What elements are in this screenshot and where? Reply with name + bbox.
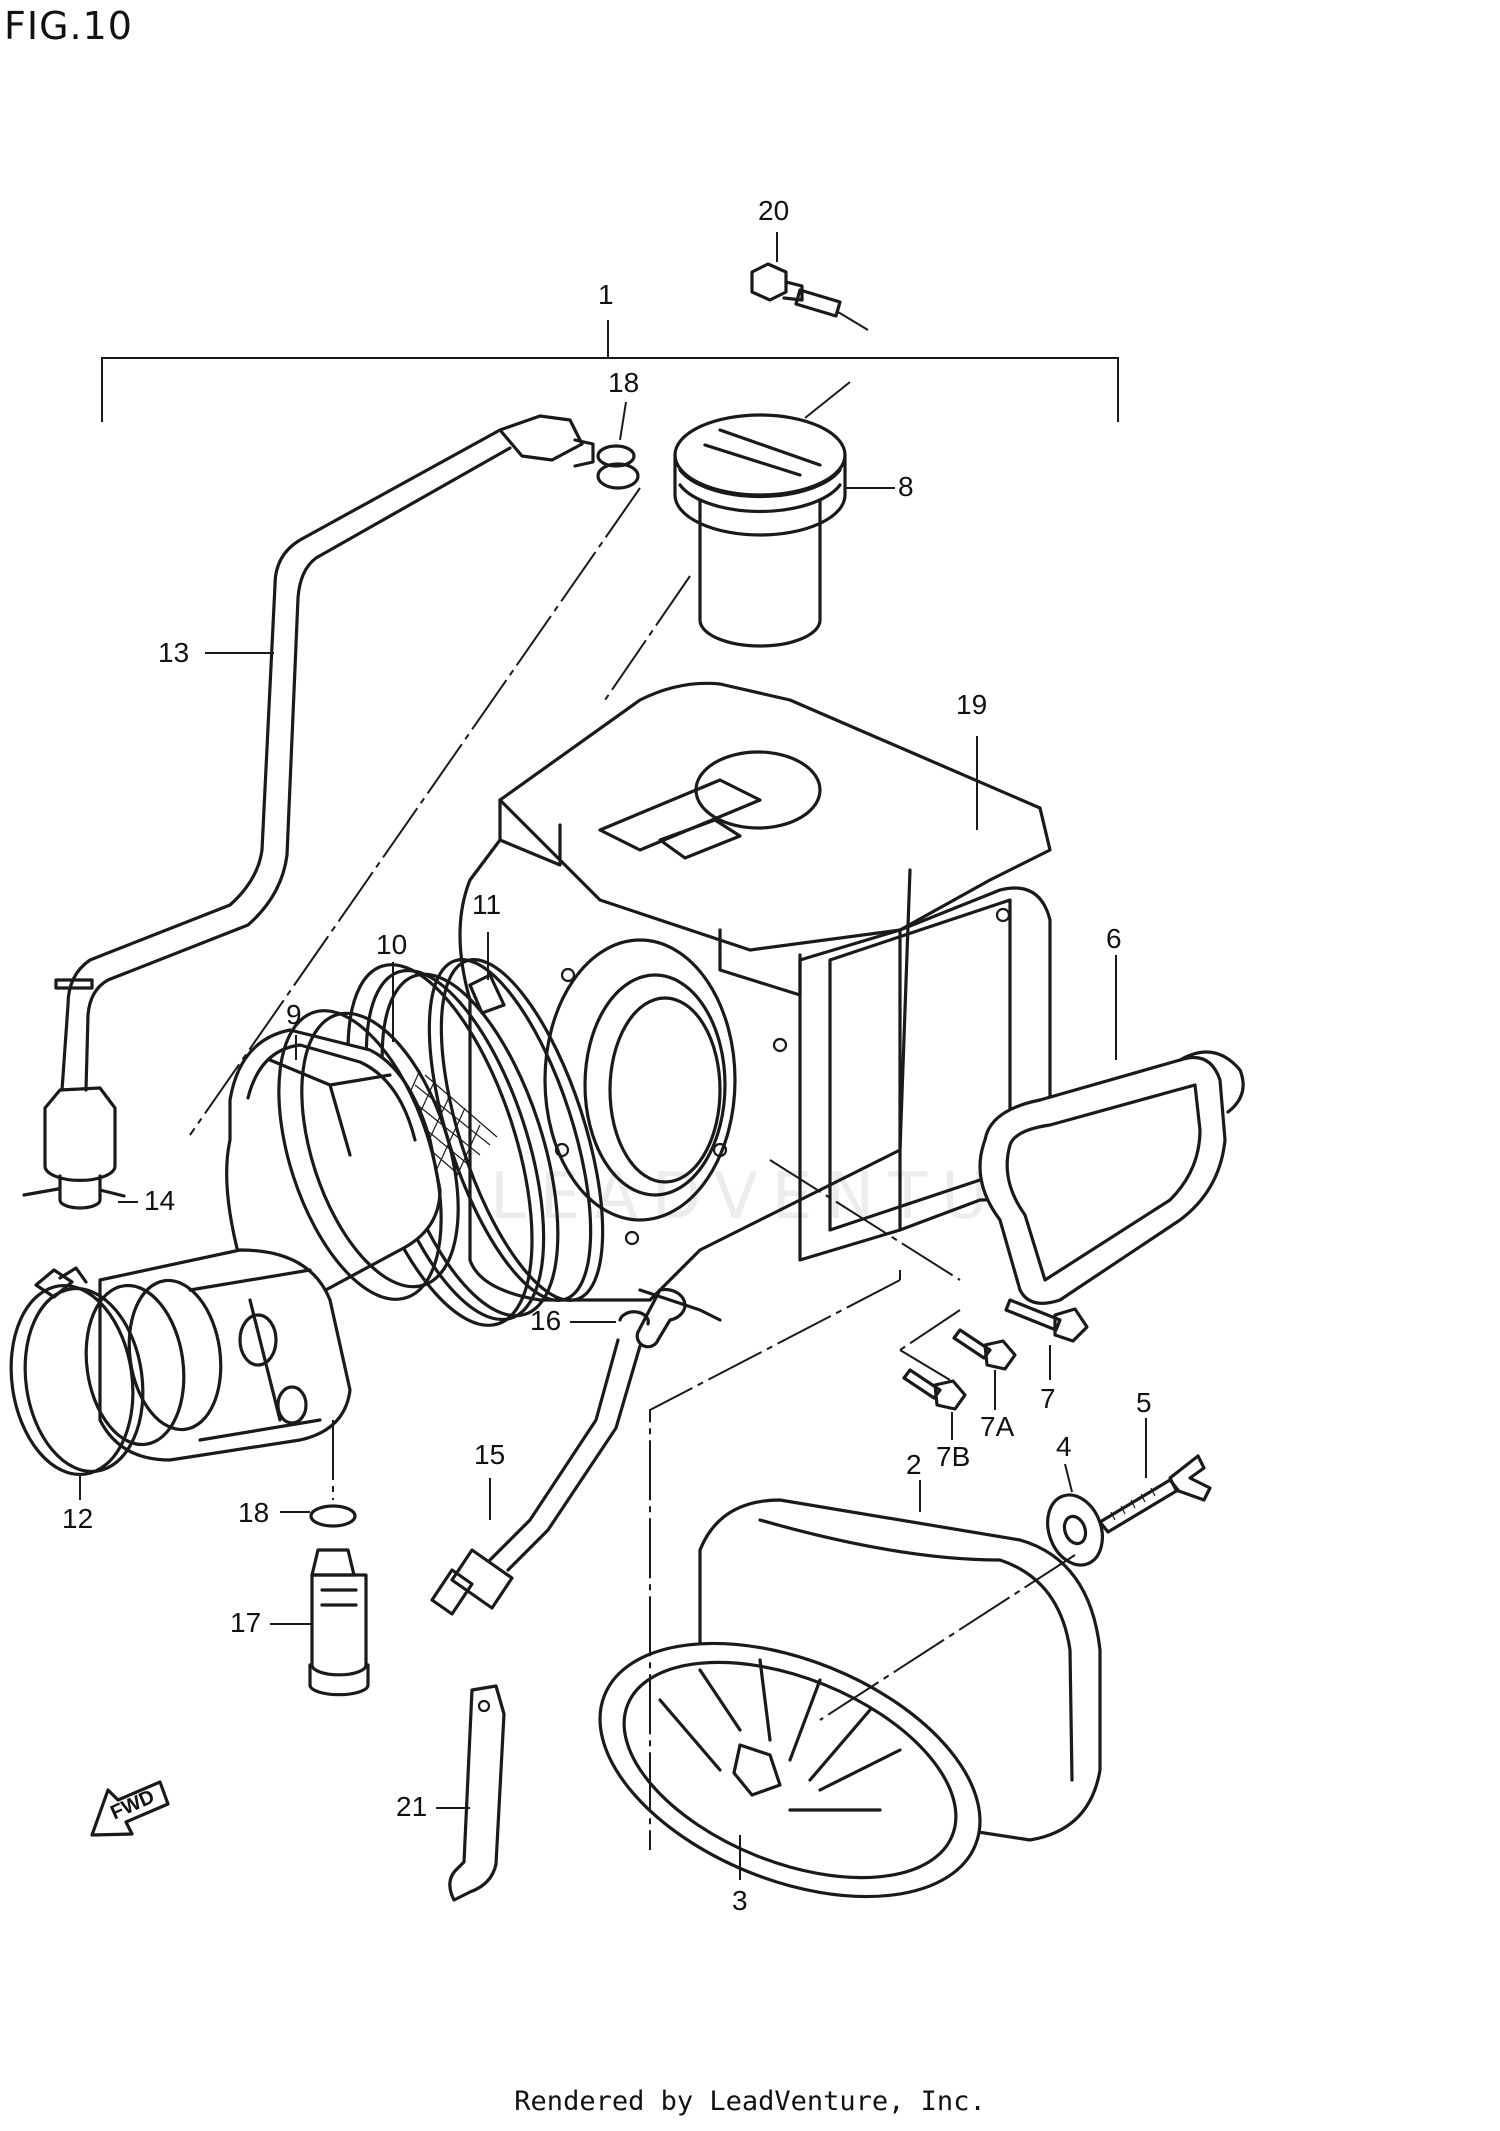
fwd-arrow-icon [90,1780,170,1837]
callout-19[interactable]: 19 [956,689,988,720]
part-19-airbox-housing[interactable] [458,681,1052,1349]
part-5-wing-bolt[interactable] [1098,1418,1212,1534]
figure-title: FIG.10 [4,4,133,48]
callout-10[interactable]: 10 [376,929,408,960]
callout-5[interactable]: 5 [1136,1387,1152,1418]
part-7-screw[interactable] [1004,1298,1089,1380]
callout-14[interactable]: 14 [144,1185,176,1216]
callout-7a[interactable]: 7A [980,1411,1015,1442]
part-13-breather-hose[interactable] [60,414,640,1092]
footer-credit: Rendered by LeadVenture, Inc. [514,2086,986,2117]
callout-16[interactable]: 16 [530,1305,562,1336]
part-4-washer[interactable] [1038,1463,1111,1573]
callout-18-upper[interactable]: 18 [608,367,640,398]
part-21-strap[interactable] [436,1684,506,1902]
callout-3[interactable]: 3 [732,1885,748,1916]
callout-8[interactable]: 8 [898,471,914,502]
part-8-intake-duct[interactable] [673,381,895,648]
part-20-bolt[interactable] [750,232,869,331]
callout-12[interactable]: 12 [62,1503,94,1534]
callout-7[interactable]: 7 [1040,1383,1056,1414]
callout-18-lower[interactable]: 18 [238,1497,270,1528]
part-7a-screw[interactable] [952,1328,1017,1410]
callout-6[interactable]: 6 [1106,923,1122,954]
part-14-drain-plug[interactable] [22,978,138,1210]
callout-1[interactable]: 1 [598,279,614,310]
alignment-lines [189,487,1076,1850]
callout-13[interactable]: 13 [158,637,190,668]
callout-2[interactable]: 2 [906,1449,922,1480]
part-17-drain-valve[interactable] [270,1548,370,1697]
part-6-airbox-cover[interactable] [978,955,1245,1305]
part-3-filter-cage[interactable] [563,1593,1016,1947]
callout-9[interactable]: 9 [286,999,302,1030]
callout-20[interactable]: 20 [758,195,790,226]
part-16-clip[interactable] [570,1310,650,1326]
part-2-filter-element[interactable] [698,1480,1102,1842]
part-18-upper-clip[interactable] [596,401,636,468]
part-12-intake-tube[interactable] [0,1248,352,1500]
part-18-lower-clip[interactable] [280,1420,357,1528]
callout-21[interactable]: 21 [396,1791,428,1822]
callout-4[interactable]: 4 [1056,1431,1072,1462]
callout-17[interactable]: 17 [230,1607,262,1638]
callout-11[interactable]: 11 [472,889,502,920]
part-15-drain-hose[interactable] [430,1338,642,1616]
assembly-bracket-1 [101,320,1119,422]
callout-15[interactable]: 15 [474,1439,506,1470]
part-7b-screw[interactable] [902,1368,967,1440]
part-9-intake-boot[interactable] [225,991,489,1322]
part-11-band[interactable] [396,932,636,1318]
callout-7b[interactable]: 7B [936,1441,971,1472]
